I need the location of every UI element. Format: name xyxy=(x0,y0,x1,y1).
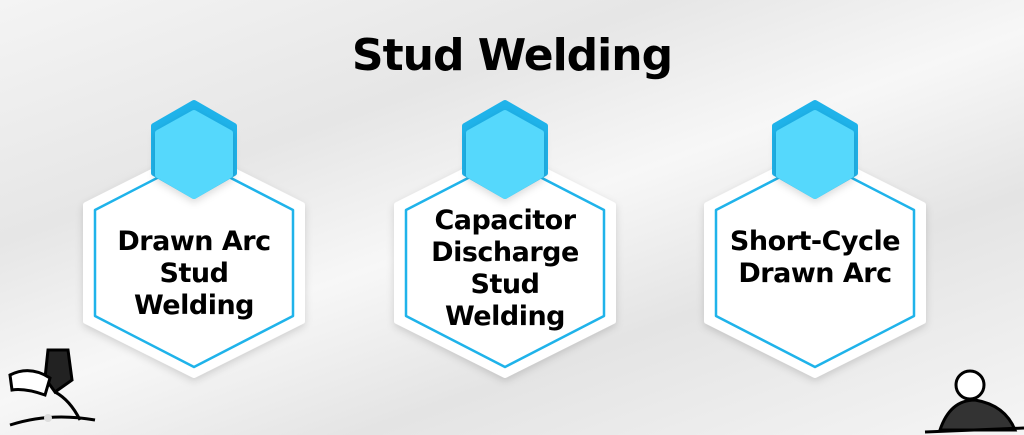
label-line: Drawn Arc xyxy=(117,226,271,257)
card-label-capacitor-discharge: Capacitor Discharge Stud Welding xyxy=(410,205,600,333)
card-label-drawn-arc: Drawn Arc Stud Welding xyxy=(99,226,289,322)
page-title: Stud Welding xyxy=(351,30,673,81)
label-line: Drawn Arc xyxy=(738,258,892,289)
label-line: Capacitor xyxy=(434,205,576,236)
label-line: Discharge xyxy=(431,237,579,268)
welder-right-icon xyxy=(924,369,1024,434)
card-label-short-cycle: Short-Cycle Drawn Arc xyxy=(720,226,910,290)
welder-left-icon xyxy=(8,348,96,427)
label-line: Short-Cycle xyxy=(729,226,901,257)
label-line: Stud Welding xyxy=(444,269,566,332)
label-line: Stud Welding xyxy=(133,258,255,321)
